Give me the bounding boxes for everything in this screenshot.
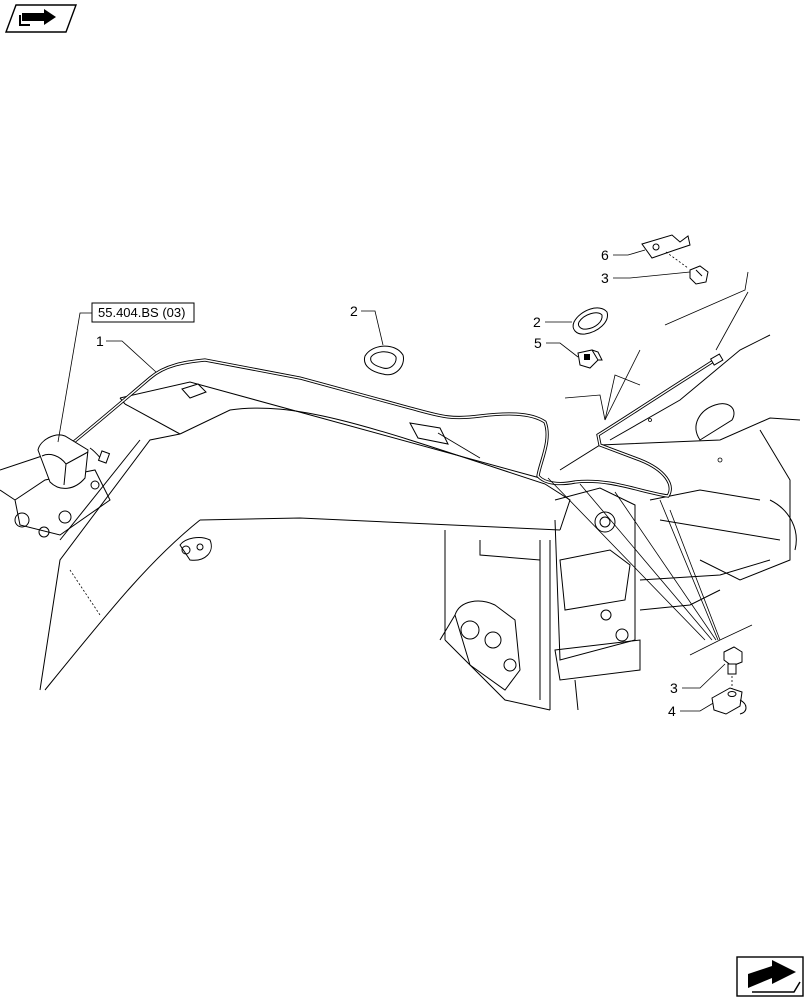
callout-label: 4 xyxy=(668,703,676,719)
callout-label: 5 xyxy=(534,335,542,351)
callout-4[interactable]: 4 xyxy=(668,701,716,719)
callout-2-grommet-right[interactable]: 2 xyxy=(533,314,572,330)
bolt-part-lower xyxy=(723,646,743,692)
callout-2-grommet-left[interactable]: 2 xyxy=(350,303,384,346)
reference-box-label: 55.404.BS (03) xyxy=(98,305,185,320)
book-arrow-icon[interactable] xyxy=(4,4,78,33)
grommet-part-2 xyxy=(572,307,608,335)
clip-part xyxy=(577,349,603,369)
callout-6[interactable]: 6 xyxy=(601,247,646,263)
callout-1[interactable]: 1 xyxy=(96,333,157,373)
wiring-harness xyxy=(69,353,724,498)
reference-box[interactable]: 55.404.BS (03) xyxy=(57,302,195,443)
callout-3-lower[interactable]: 3 xyxy=(670,663,726,696)
chassis-drawing xyxy=(439,334,801,711)
next-page-arrow-icon[interactable] xyxy=(736,956,804,997)
grommet-part xyxy=(363,345,404,376)
clip-leaders xyxy=(547,477,753,656)
bolt-part-upper xyxy=(689,265,709,285)
bracket-part xyxy=(641,234,691,269)
work-light xyxy=(37,434,89,489)
callout-label: 2 xyxy=(350,303,358,319)
callout-3-upper[interactable]: 3 xyxy=(601,270,691,286)
callout-label: 3 xyxy=(670,680,678,696)
callout-label: 1 xyxy=(96,333,104,349)
callout-5[interactable]: 5 xyxy=(534,335,579,358)
callout-label: 3 xyxy=(601,270,609,286)
clamp-part xyxy=(711,687,747,715)
callout-label: 2 xyxy=(533,314,541,330)
callout-label: 6 xyxy=(601,247,609,263)
boom-drawing xyxy=(0,381,571,691)
part5-leaders xyxy=(564,271,749,421)
